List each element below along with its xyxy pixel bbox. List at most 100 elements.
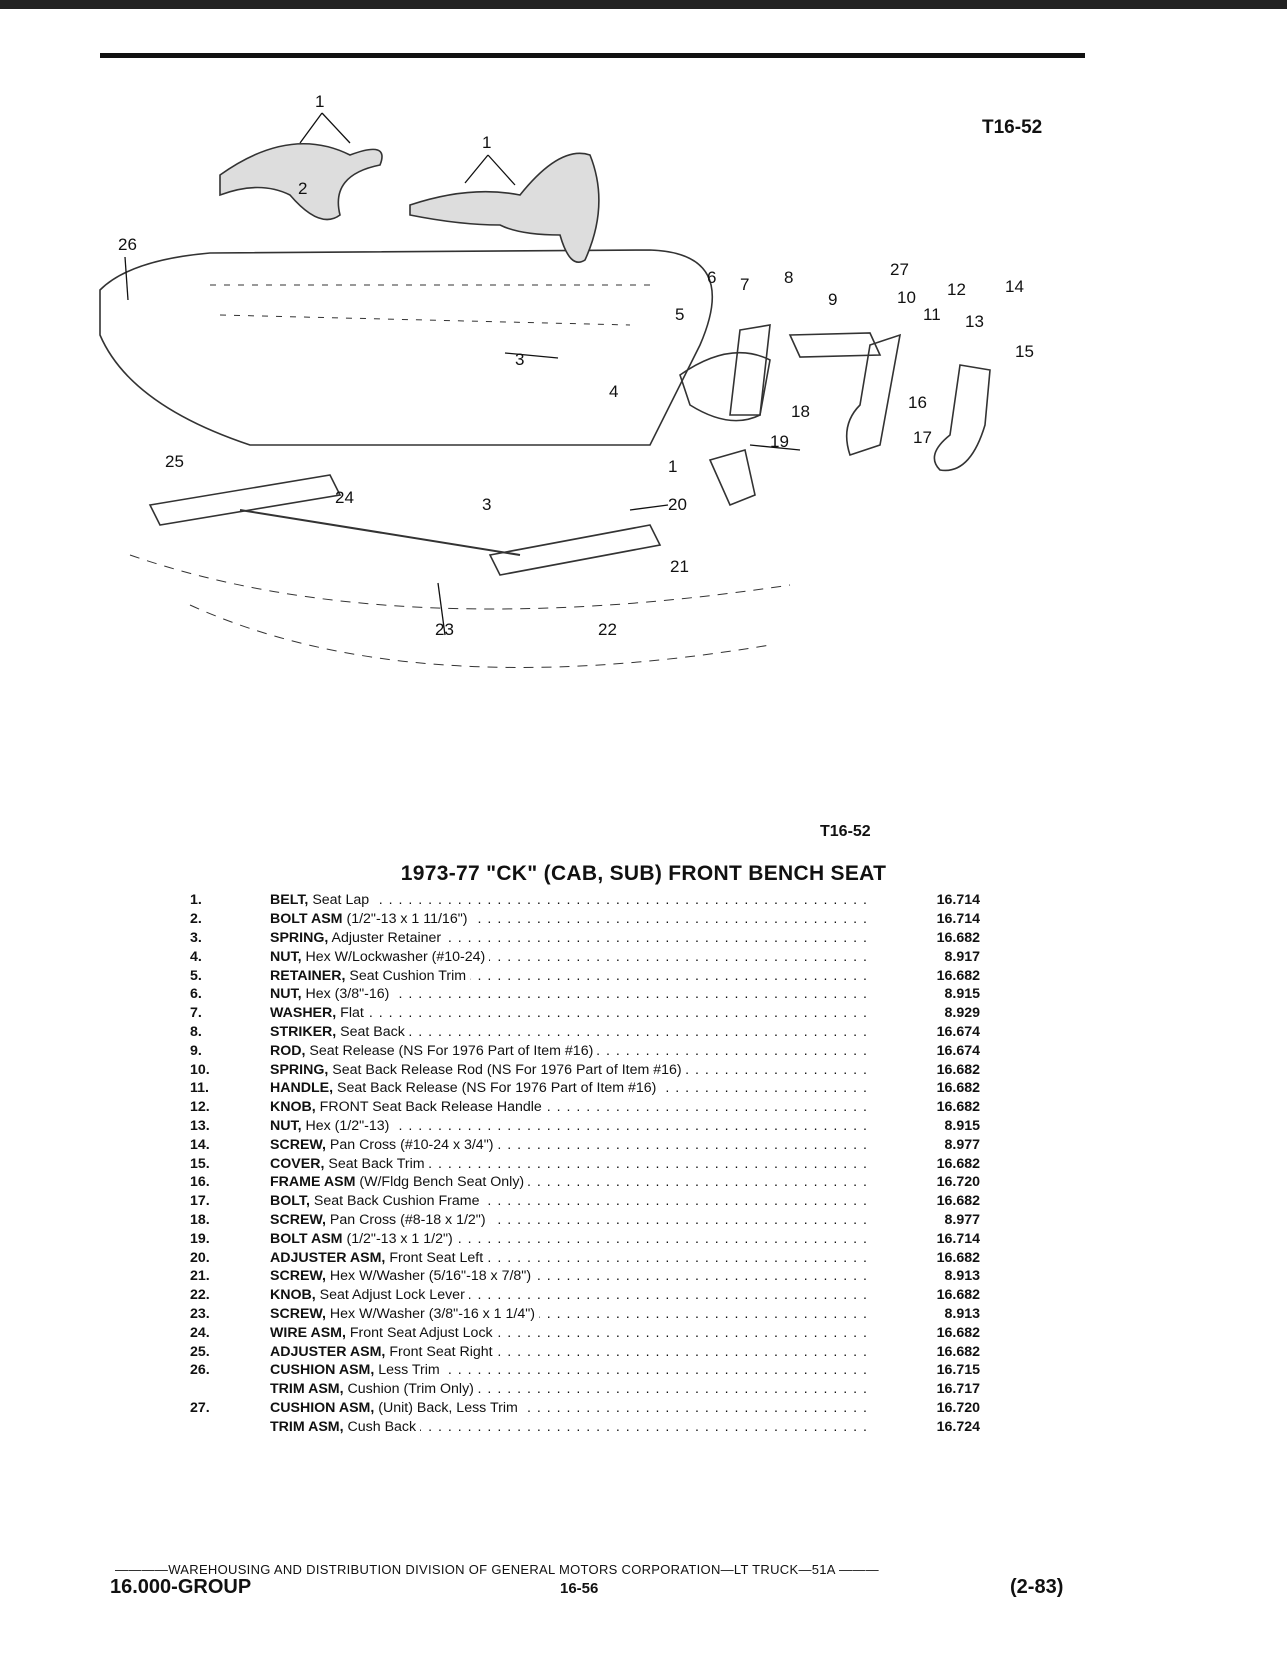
part-detail: Hex W/Lockwasher (#10-24) <box>305 948 486 965</box>
callout-label: 11 <box>923 305 941 324</box>
footer-date: (2-83) <box>1010 1576 1064 1598</box>
part-name: KNOB, <box>270 1099 316 1116</box>
part-group-number: 8.915 <box>944 1117 980 1134</box>
part-description: BOLT ASM (1/2"-13 x 1 11/16") <box>270 911 870 928</box>
part-group-number: 16.714 <box>936 911 980 928</box>
part-group-number: 16.715 <box>936 1362 980 1379</box>
part-number: 9. <box>190 1042 202 1059</box>
parts-row: 11.HANDLE, Seat Back Release (NS For 197… <box>190 1079 980 1098</box>
part-name: BOLT ASM <box>270 911 343 928</box>
part-name: CUSHION ASM, <box>270 1399 375 1416</box>
callout-label: 25 <box>165 452 184 471</box>
parts-row: 13.NUT, Hex (1/2"-13)8.915 <box>190 1117 980 1136</box>
part-name: HANDLE, <box>270 1080 334 1097</box>
part-description: SPRING, Seat Back Release Rod (NS For 19… <box>270 1061 870 1078</box>
callout-label: 17 <box>913 428 932 447</box>
part-description: ROD, Seat Release (NS For 1976 Part of I… <box>270 1042 870 1059</box>
part-number: 25. <box>190 1343 210 1360</box>
part-number: 3. <box>190 929 202 946</box>
scan-top-edge <box>0 0 1287 9</box>
part-number: 1. <box>190 892 202 909</box>
part-number: 12. <box>190 1099 210 1116</box>
callout-label: 4 <box>609 382 618 401</box>
part-name: FRAME ASM <box>270 1174 356 1191</box>
parts-row: 24.WIRE ASM, Front Seat Adjust Lock16.68… <box>190 1323 980 1342</box>
part-number: 16. <box>190 1174 210 1191</box>
part-detail: Pan Cross (#8-18 x 1/2") <box>329 1211 486 1228</box>
part-group-number: 16.717 <box>936 1381 980 1398</box>
part-description: WASHER, Flat <box>270 1005 870 1022</box>
part-detail: Seat Back Release Rod (NS For 1976 Part … <box>332 1061 682 1078</box>
part-description: NUT, Hex W/Lockwasher (#10-24) <box>270 948 870 965</box>
parts-row: 18.SCREW, Pan Cross (#8-18 x 1/2")8.977 <box>190 1211 980 1230</box>
part-number: 15. <box>190 1155 210 1172</box>
figure-ref-bottom: T16-52 <box>820 823 871 840</box>
part-detail: Flat <box>340 1005 364 1022</box>
callout-label: 22 <box>598 620 617 639</box>
part-description: TRIM ASM, Cushion (Trim Only) <box>270 1381 870 1398</box>
part-number: 5. <box>190 967 202 984</box>
part-number: 22. <box>190 1287 210 1304</box>
part-number: 27. <box>190 1399 210 1416</box>
parts-row: 4.NUT, Hex W/Lockwasher (#10-24)8.917 <box>190 947 980 966</box>
part-group-number: 16.682 <box>936 1287 980 1304</box>
part-group-number: 16.682 <box>936 1324 980 1341</box>
part-description: BOLT, Seat Back Cushion Frame <box>270 1193 870 1210</box>
part-group-number: 16.682 <box>936 1155 980 1172</box>
parts-row: 6.NUT, Hex (3/8"-16)8.915 <box>190 985 980 1004</box>
adjuster-left <box>488 524 662 576</box>
callout-label: 16 <box>908 393 927 412</box>
part-name: WASHER, <box>270 1005 337 1022</box>
part-description: WIRE ASM, Front Seat Adjust Lock <box>270 1324 870 1341</box>
parts-row: 15. COVER, Seat Back Trim 16.682 <box>190 1154 980 1173</box>
footer-page-number: 16-56 <box>560 1580 599 1597</box>
callout-label: 9 <box>828 290 837 309</box>
part-group-number: 8.977 <box>944 1136 980 1153</box>
part-detail: (1/2"-13 x 1 11/16") <box>346 911 468 928</box>
part-name: BELT, <box>270 892 309 909</box>
part-group-number: 8.917 <box>944 948 980 965</box>
part-name: COVER, <box>270 1155 325 1172</box>
part-detail: Seat Cushion Trim <box>349 967 467 984</box>
part-description: TRIM ASM, Cush Back <box>270 1418 870 1435</box>
callout-label: 19 <box>770 432 789 451</box>
parts-row: 23.SCREW, Hex W/Washer (3/8"-16 x 1 1/4"… <box>190 1305 980 1324</box>
part-name: SCREW, <box>270 1211 326 1228</box>
part-name: KNOB, <box>270 1287 316 1304</box>
back-trim-cover <box>933 364 991 472</box>
header-rule <box>100 53 1085 58</box>
part-detail: Cushion (Trim Only) <box>347 1381 474 1398</box>
part-detail: (1/2"-13 x 1 1/2") <box>346 1230 453 1247</box>
part-group-number: 16.724 <box>936 1418 980 1435</box>
part-detail: Seat Back <box>340 1023 405 1040</box>
part-detail: Seat Back Trim <box>328 1155 425 1172</box>
callout-label: 21 <box>670 557 689 576</box>
callout-label: 15 <box>1015 342 1034 361</box>
part-name: ADJUSTER ASM, <box>270 1343 386 1360</box>
part-detail: Less Trim <box>378 1362 440 1379</box>
part-name: ADJUSTER ASM, <box>270 1249 386 1266</box>
part-number: 13. <box>190 1117 210 1134</box>
part-name: SCREW, <box>270 1136 326 1153</box>
part-description: STRIKER, Seat Back <box>270 1023 870 1040</box>
part-group-number: 16.682 <box>936 1080 980 1097</box>
part-number: 2. <box>190 911 202 928</box>
part-group-number: 16.720 <box>936 1399 980 1416</box>
part-group-number: 16.714 <box>936 1230 980 1247</box>
seat-back-retainer <box>679 351 771 422</box>
frame-asm <box>845 333 902 457</box>
part-group-number: 8.915 <box>944 986 980 1003</box>
part-description: FRAME ASM (W/Fldg Bench Seat Only) <box>270 1174 870 1191</box>
callout-label: 7 <box>740 275 749 294</box>
part-description: NUT, Hex (3/8"-16) <box>270 986 870 1003</box>
part-description: SPRING, Adjuster Retainer <box>270 929 870 946</box>
callout-label: 14 <box>1005 277 1024 296</box>
parts-row: TRIM ASM, Cush Back 16.724 <box>190 1417 980 1436</box>
part-name: SPRING, <box>270 929 329 946</box>
parts-row: 2. BOLT ASM (1/2"-13 x 1 11/16") 16.714 <box>190 910 980 929</box>
striker-bracket <box>729 324 771 416</box>
footer-division-line: ————WAREHOUSING AND DISTRIBUTION DIVISIO… <box>115 1562 879 1577</box>
